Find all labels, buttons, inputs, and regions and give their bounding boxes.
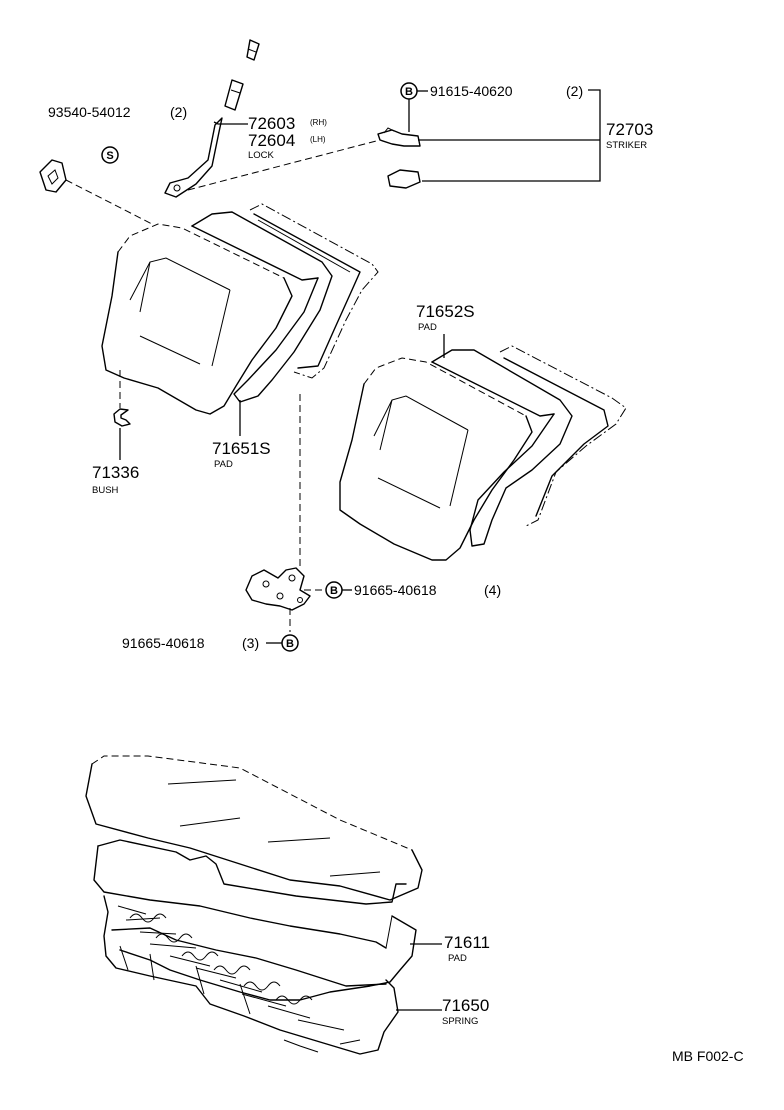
svg-text:PAD: PAD xyxy=(214,459,233,470)
label-striker: 72703 STRIKER xyxy=(606,120,653,151)
bolt-symbol-91665-right: B xyxy=(325,581,343,599)
svg-text:B: B xyxy=(286,638,294,650)
seatback-frame-left xyxy=(249,203,379,379)
label-pad-71651S: 71651S PAD xyxy=(212,439,271,470)
svg-text:72603: 72603 xyxy=(248,114,295,133)
label-91615: 91615-40620 (2) xyxy=(430,83,583,99)
lock-part xyxy=(164,117,223,198)
svg-text:(3): (3) xyxy=(242,635,259,651)
svg-text:B: B xyxy=(405,86,413,98)
screw-top xyxy=(246,39,260,61)
seatback-pad-right xyxy=(431,349,573,547)
svg-text:(4): (4) xyxy=(484,582,501,598)
svg-text:(2): (2) xyxy=(170,104,187,120)
svg-text:(RH): (RH) xyxy=(310,118,327,127)
label-pad-71652S: 71652S PAD xyxy=(416,302,475,333)
label-cushion-spring: 71650 SPRING xyxy=(442,996,489,1027)
bush-part xyxy=(113,408,131,427)
seatback-cover-right xyxy=(339,357,533,561)
striker-bracket xyxy=(377,127,421,147)
hinge-bracket xyxy=(245,567,311,611)
svg-text:91665-40618: 91665-40618 xyxy=(354,582,437,598)
screw-bezel xyxy=(39,159,67,193)
svg-text:91665-40618: 91665-40618 xyxy=(122,635,205,651)
screw-symbol: S xyxy=(101,146,119,164)
label-cushion-pad: 71611 PAD xyxy=(444,933,490,964)
svg-text:PAD: PAD xyxy=(448,953,467,964)
svg-text:93540-54012: 93540-54012 xyxy=(48,104,131,120)
svg-text:STRIKER: STRIKER xyxy=(606,140,647,151)
svg-text:72604: 72604 xyxy=(248,131,295,150)
label-91665-left: 91665-40618 (3) xyxy=(122,635,259,651)
svg-text:PAD: PAD xyxy=(418,322,437,333)
cushion-spring xyxy=(103,895,399,1055)
label-bush: 71336 BUSH xyxy=(92,463,139,496)
svg-text:72703: 72703 xyxy=(606,120,653,139)
svg-text:S: S xyxy=(106,150,113,162)
label-lock: 72603 (RH) 72604 (LH) LOCK xyxy=(248,114,327,161)
striker-cover xyxy=(387,169,421,189)
seatback-frame-right xyxy=(499,345,627,527)
svg-text:71611: 71611 xyxy=(444,933,490,952)
bolt-symbol-91665-left: B xyxy=(281,634,299,652)
svg-text:(LH): (LH) xyxy=(310,135,326,144)
screw-pin xyxy=(224,79,244,111)
svg-text:LOCK: LOCK xyxy=(248,150,275,161)
svg-text:91615-40620: 91615-40620 xyxy=(430,83,513,99)
figure-code: MB F002-C xyxy=(672,1048,744,1064)
seatback-pad-left xyxy=(191,211,333,403)
svg-text:71336: 71336 xyxy=(92,463,139,482)
svg-text:(2): (2) xyxy=(566,83,583,99)
bolt-symbol-91615: B xyxy=(400,82,418,100)
svg-text:B: B xyxy=(330,585,338,597)
cushion-pad xyxy=(93,839,417,1001)
cushion-cover xyxy=(85,755,423,901)
seatback-cover-left xyxy=(101,223,293,415)
svg-text:71652S: 71652S xyxy=(416,302,475,321)
svg-text:71651S: 71651S xyxy=(212,439,271,458)
svg-text:71650: 71650 xyxy=(442,996,489,1015)
svg-text:BUSH: BUSH xyxy=(92,485,119,496)
svg-text:SPRING: SPRING xyxy=(442,1016,478,1027)
label-93540: 93540-54012 (2) xyxy=(48,104,187,120)
label-91665-right: 91665-40618 (4) xyxy=(354,582,501,598)
